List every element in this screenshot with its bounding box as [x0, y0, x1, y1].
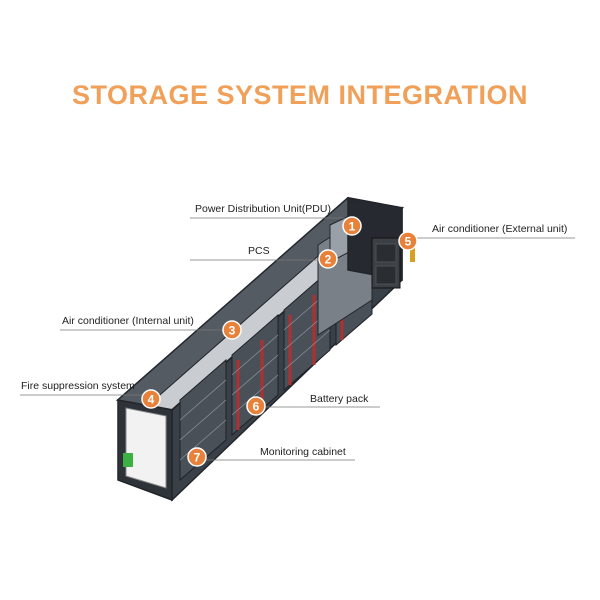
marker-3: 3	[222, 320, 242, 340]
marker-7-number: 7	[194, 451, 201, 465]
rack-ribs	[179, 289, 331, 461]
page-title: STORAGE SYSTEM INTEGRATION	[71, 80, 529, 110]
marker-6: 6	[246, 396, 266, 416]
marker-6-number: 6	[253, 400, 260, 414]
label-ac-internal: Air conditioner (Internal unit)	[62, 315, 194, 327]
marker-3-number: 3	[229, 324, 236, 338]
label-ac-external: Air conditioner (External unit)	[432, 223, 567, 235]
marker-7: 7	[187, 447, 207, 467]
marker-5-number: 5	[405, 235, 412, 249]
label-monitoring-cabinet: Monitoring cabinet	[260, 446, 346, 458]
marker-2-number: 2	[325, 253, 332, 267]
end-door-status-light	[123, 453, 133, 467]
label-fire-suppression: Fire suppression system	[21, 380, 135, 392]
marker-2: 2	[318, 249, 338, 269]
marker-5: 5	[398, 231, 418, 251]
ext-ac-indicator	[410, 248, 415, 262]
label-pcs: PCS	[248, 245, 270, 257]
marker-4: 4	[141, 389, 161, 409]
marker-1-number: 1	[349, 220, 356, 234]
marker-4-number: 4	[148, 393, 155, 407]
marker-1: 1	[342, 216, 362, 236]
label-battery-pack: Battery pack	[310, 393, 369, 405]
leader-lines	[20, 217, 575, 461]
label-pdu: Power Distribution Unit(PDU)	[195, 203, 331, 215]
end-door-panel	[125, 407, 167, 489]
